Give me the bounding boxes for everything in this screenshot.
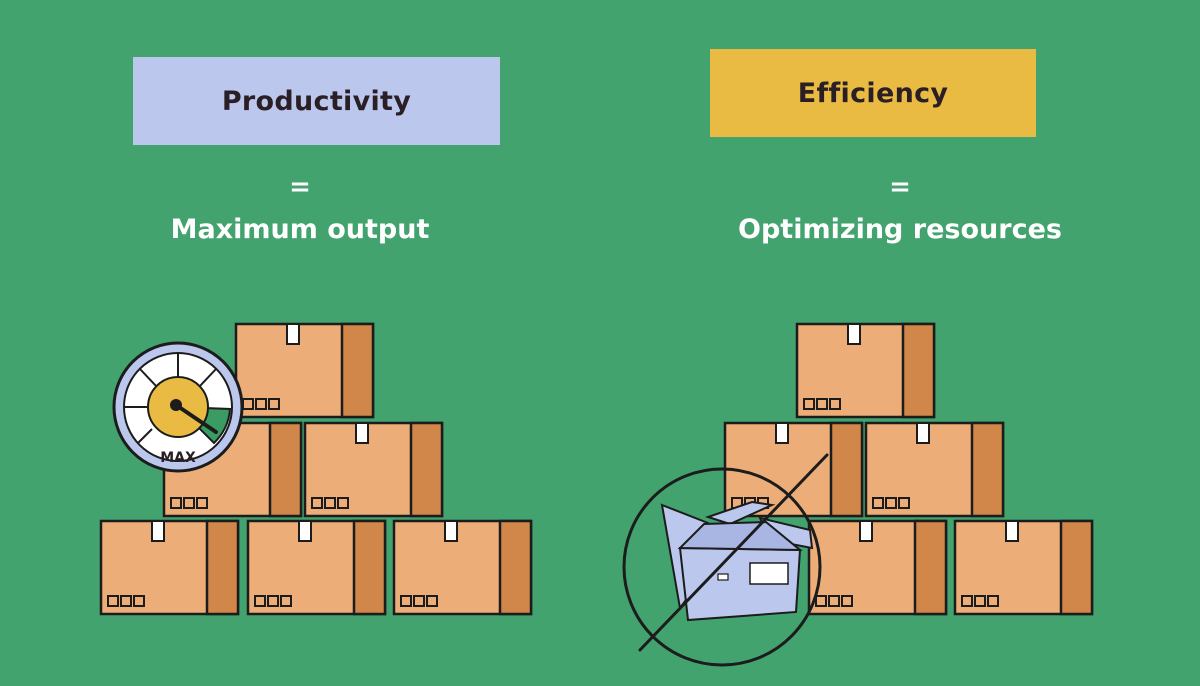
efficiency-panel: Efficiency = Optimizing resources (600, 0, 1200, 686)
cardboard-box-icon (246, 519, 387, 616)
productivity-equals-sign: = (289, 172, 311, 202)
productivity-panel: Productivity = Maximum output MAX (99, 57, 533, 616)
crossed-out-empty-box-icon (622, 453, 829, 667)
cardboard-box-icon (807, 519, 948, 616)
productivity-illustration: MAX (99, 322, 533, 616)
efficiency-description: Optimizing resources (738, 214, 1062, 245)
cardboard-box-icon (392, 519, 533, 616)
cardboard-box-icon (303, 421, 444, 518)
cardboard-box-icon (953, 519, 1094, 616)
cardboard-box-icon (864, 421, 1005, 518)
productivity-label: Productivity (133, 57, 500, 145)
cardboard-box-icon (795, 322, 936, 419)
efficiency-label: Efficiency (710, 49, 1036, 137)
cardboard-box-icon (99, 519, 240, 616)
cardboard-box-icon (234, 322, 375, 419)
speedometer-gauge-icon: MAX (112, 341, 244, 473)
gauge-max-label: MAX (160, 450, 196, 466)
efficiency-equals-sign: = (889, 172, 911, 202)
efficiency-illustration (622, 322, 1094, 667)
productivity-description: Maximum output (170, 214, 430, 245)
